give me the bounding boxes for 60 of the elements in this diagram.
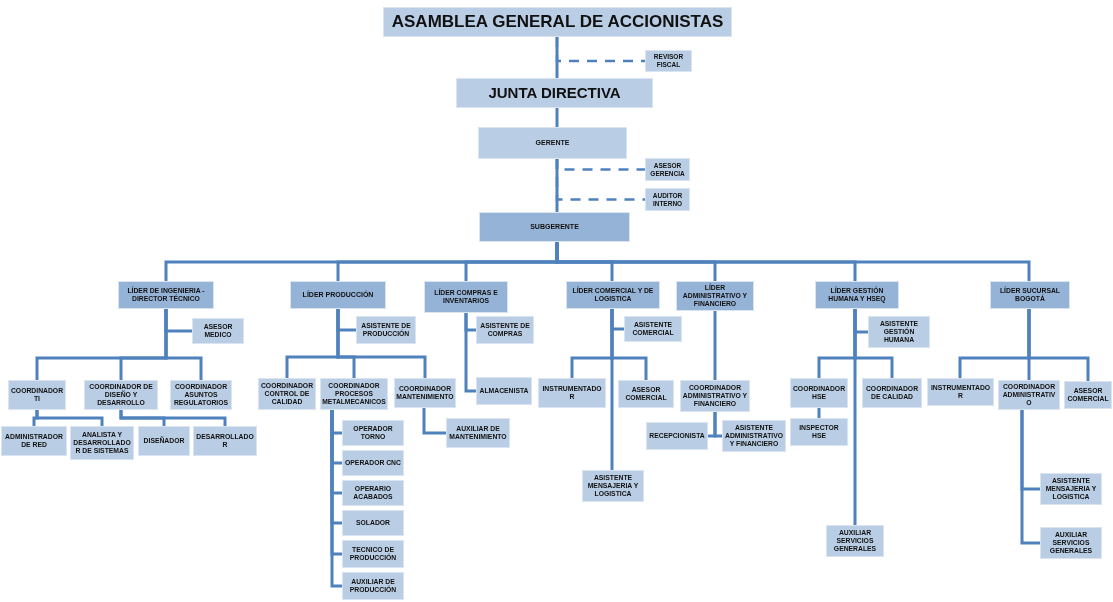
position-box bbox=[424, 281, 508, 313]
position-box bbox=[645, 188, 690, 211]
connector-line bbox=[164, 309, 203, 380]
position-box bbox=[862, 378, 922, 408]
connector-line bbox=[330, 410, 342, 588]
position-box bbox=[192, 318, 244, 344]
position-box bbox=[342, 572, 404, 600]
connector-line bbox=[119, 410, 227, 426]
position-box bbox=[8, 380, 66, 410]
position-box bbox=[342, 540, 404, 568]
position-box bbox=[790, 418, 848, 446]
position-box bbox=[538, 378, 606, 408]
connector-line bbox=[35, 410, 104, 426]
position-box bbox=[138, 426, 190, 456]
position-box bbox=[356, 316, 416, 344]
position-box bbox=[1040, 527, 1102, 559]
position-box bbox=[342, 510, 404, 536]
position-box bbox=[118, 281, 214, 309]
connector-line bbox=[1027, 309, 1090, 381]
position-box bbox=[476, 316, 534, 344]
position-box bbox=[290, 281, 386, 309]
position-box bbox=[990, 281, 1070, 309]
connector-line bbox=[1020, 410, 1040, 545]
position-box bbox=[446, 418, 510, 448]
position-box bbox=[383, 7, 732, 37]
connector-line bbox=[555, 37, 559, 78]
position-box bbox=[645, 50, 692, 72]
connector-line bbox=[610, 309, 614, 470]
position-box bbox=[342, 420, 404, 446]
position-box bbox=[479, 212, 630, 242]
connector-line bbox=[422, 408, 446, 435]
connector-line bbox=[336, 309, 427, 378]
connector-line bbox=[713, 412, 722, 438]
position-box bbox=[566, 281, 660, 309]
connector-line bbox=[817, 408, 821, 418]
position-box bbox=[394, 378, 456, 408]
position-box bbox=[790, 378, 848, 408]
position-box bbox=[927, 378, 994, 406]
position-box bbox=[1, 426, 67, 456]
position-box bbox=[476, 377, 532, 405]
position-box bbox=[624, 316, 682, 342]
position-box bbox=[478, 127, 627, 159]
connector-line bbox=[555, 108, 559, 127]
position-box bbox=[456, 78, 653, 108]
position-box bbox=[342, 480, 404, 506]
position-box bbox=[342, 450, 404, 476]
position-title: ASAMBLEA GENERAL DE ACCIONISTAS bbox=[391, 11, 724, 33]
position-box bbox=[826, 525, 884, 557]
position-box bbox=[815, 281, 899, 309]
connector-line bbox=[464, 313, 476, 393]
position-box bbox=[618, 380, 674, 408]
connector-line bbox=[853, 309, 857, 525]
position-box bbox=[646, 422, 708, 450]
connector-line bbox=[555, 159, 559, 212]
position-box bbox=[1064, 381, 1112, 409]
position-title: JUNTA DIRECTIVA bbox=[488, 84, 621, 102]
position-box bbox=[193, 426, 257, 456]
connector-line bbox=[713, 311, 717, 380]
connector-line bbox=[555, 242, 1031, 281]
position-box bbox=[868, 316, 930, 348]
